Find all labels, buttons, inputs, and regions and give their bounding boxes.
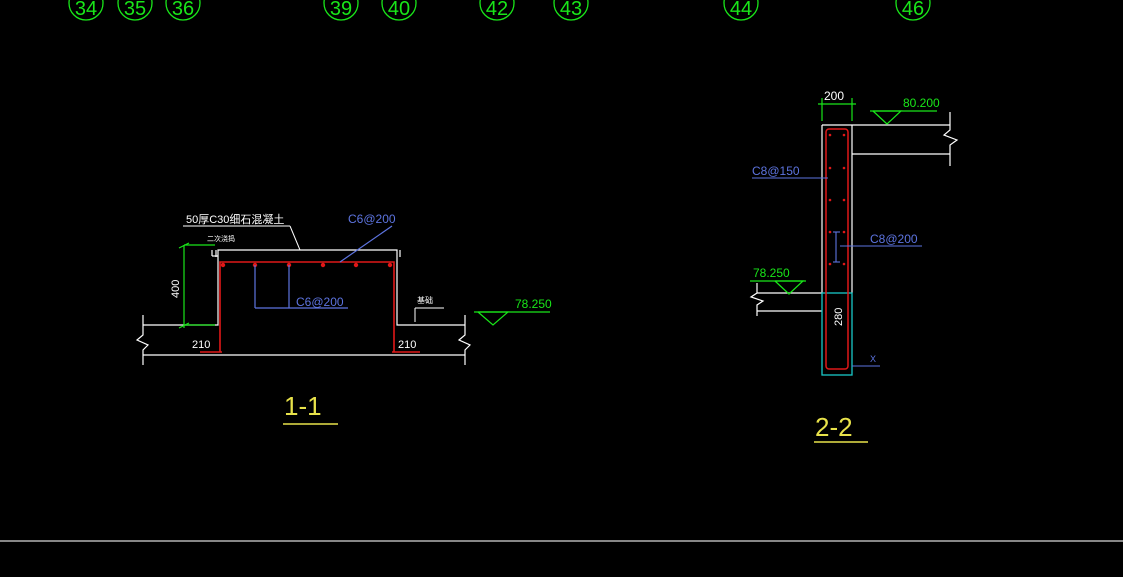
section-2-2-elevation-top-marker (870, 110, 937, 125)
grid-marker-42[interactable]: 42 (479, 0, 515, 21)
grid-marker-42-label: 42 (486, 0, 508, 20)
grid-markers: 34 35 36 39 40 42 43 44 (68, 0, 931, 21)
section-2-2-top-dim-label: 200 (824, 89, 844, 103)
section-1-1-height-dim-label: 400 (170, 280, 182, 298)
grid-marker-40-label: 40 (388, 0, 410, 20)
grid-marker-40[interactable]: 40 (381, 0, 417, 21)
grid-marker-39-label: 39 (330, 0, 352, 20)
section-2-2[interactable]: C8@150 C8@200 X 200 80.200 78.250 280 2-… (749, 89, 959, 443)
grid-marker-36[interactable]: 36 (165, 0, 201, 21)
grid-marker-43-label: 43 (560, 0, 582, 20)
section-1-1-top-note: 50厚C30细石混凝土 (186, 212, 284, 226)
section-1-1-sub-note: 二次浇捣 (207, 234, 235, 243)
section-2-2-elevation-bottom-marker (750, 280, 806, 295)
grid-marker-34[interactable]: 34 (68, 0, 104, 21)
grid-marker-43[interactable]: 43 (553, 0, 589, 21)
grid-marker-34-label: 34 (75, 0, 97, 20)
section-1-1-elevation-label: 78.250 (515, 297, 552, 311)
grid-marker-39[interactable]: 39 (323, 0, 359, 21)
grid-marker-46-label: 46 (902, 0, 924, 20)
grid-marker-36-label: 36 (172, 0, 194, 20)
section-2-2-elevation-bottom-label: 78.250 (753, 266, 790, 280)
section-2-2-top-dim (818, 98, 856, 121)
section-1-1-note-leader (183, 225, 301, 251)
grid-marker-44[interactable]: 44 (723, 0, 759, 21)
section-2-2-rebar-vertical-label: C8@200 (870, 232, 918, 246)
section-1-1-elevation-marker (474, 311, 550, 326)
section-2-2-rebar (825, 128, 849, 370)
section-2-2-elevation-top-label: 80.200 (903, 96, 940, 110)
grid-marker-44-label: 44 (730, 0, 752, 20)
section-2-2-rebar-leaders (752, 177, 922, 367)
section-1-1-side-note: 基础 (417, 295, 433, 305)
section-1-1-stirrups (254, 225, 393, 309)
section-2-2-footing (821, 292, 853, 376)
section-1-1-height-dim (178, 242, 215, 329)
section-2-2-title: 2-2 (815, 412, 853, 442)
section-2-2-footing-dim-label: 280 (833, 308, 845, 326)
section-1-1[interactable]: 50厚C30细石混凝土 二次浇捣 C6@200 C6@200 400 210 2… (135, 212, 552, 425)
section-1-1-rebar-stirrup-label: C6@200 (296, 295, 344, 309)
section-1-1-width-right-label: 210 (398, 339, 416, 351)
section-2-2-rebar-dots (828, 133, 846, 266)
section-2-2-side-mark: X (870, 354, 876, 364)
section-1-1-rebar-top-label: C6@200 (348, 212, 396, 226)
section-2-2-rebar-horizontal-label: C8@150 (752, 164, 800, 178)
grid-marker-46[interactable]: 46 (895, 0, 931, 21)
section-1-1-side-leader (414, 307, 444, 322)
section-1-1-title: 1-1 (284, 391, 322, 421)
grid-marker-35[interactable]: 35 (117, 0, 153, 21)
section-1-1-width-left-label: 210 (192, 339, 210, 351)
grid-marker-35-label: 35 (124, 0, 146, 20)
